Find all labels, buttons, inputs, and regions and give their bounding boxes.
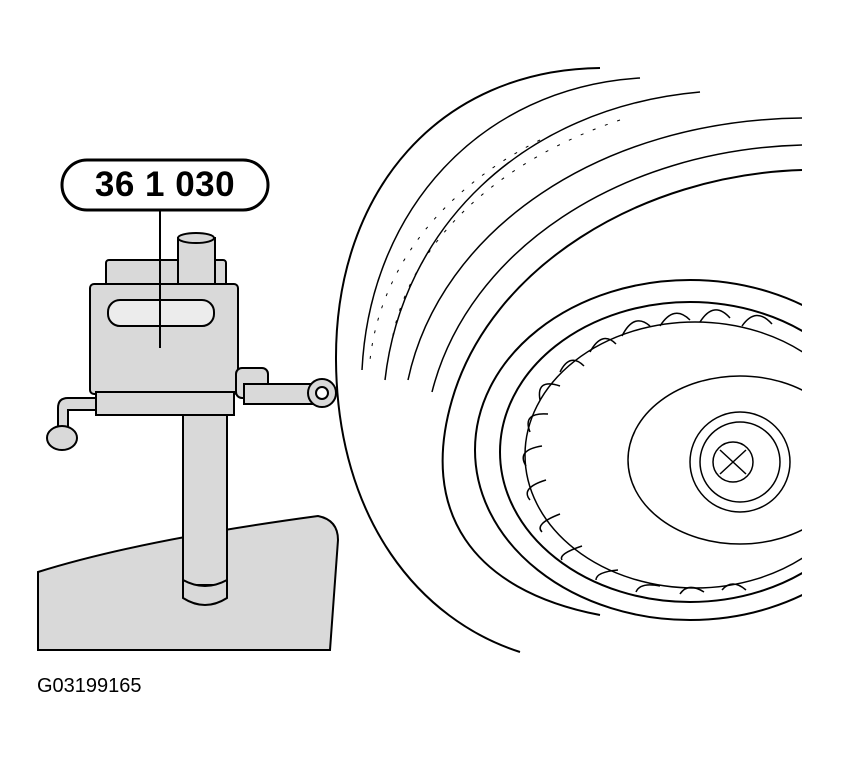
rim-lip <box>499 301 802 603</box>
hub-center-outer <box>689 411 791 513</box>
hub-center-inner <box>699 421 781 503</box>
hub-bolt <box>712 441 754 483</box>
stand-column <box>182 404 228 586</box>
tire-tread-line-4 <box>431 144 802 393</box>
figure-id: G03199165 <box>37 675 142 697</box>
tire-and-wheel <box>334 67 802 653</box>
callout-bubble <box>60 158 270 212</box>
tire-tread-line-3 <box>407 117 802 381</box>
crank-arm <box>57 397 97 431</box>
balancer-housing-base <box>95 391 235 416</box>
tire-sidewall-edge <box>441 169 802 616</box>
rim-outer <box>474 279 802 621</box>
balancer-unit <box>46 232 337 451</box>
crank-handle <box>46 425 78 451</box>
stand-foot <box>182 578 228 606</box>
rim-inner <box>524 321 802 589</box>
tire-tread-line-2 <box>384 91 701 381</box>
tire-tread-line-6 <box>391 119 621 341</box>
tire-tread-line-1 <box>361 77 641 371</box>
part-number-label: 36 1 030 <box>94 165 236 204</box>
tire-outer-edge <box>334 67 601 653</box>
balancer-top-knob <box>177 237 216 286</box>
wheel-spokes <box>522 309 773 595</box>
hub-bolt-cross <box>719 449 747 475</box>
sensor-wheel-center <box>315 386 329 400</box>
hub-cap <box>627 375 802 545</box>
balancer-top-knob-cap <box>177 232 215 244</box>
